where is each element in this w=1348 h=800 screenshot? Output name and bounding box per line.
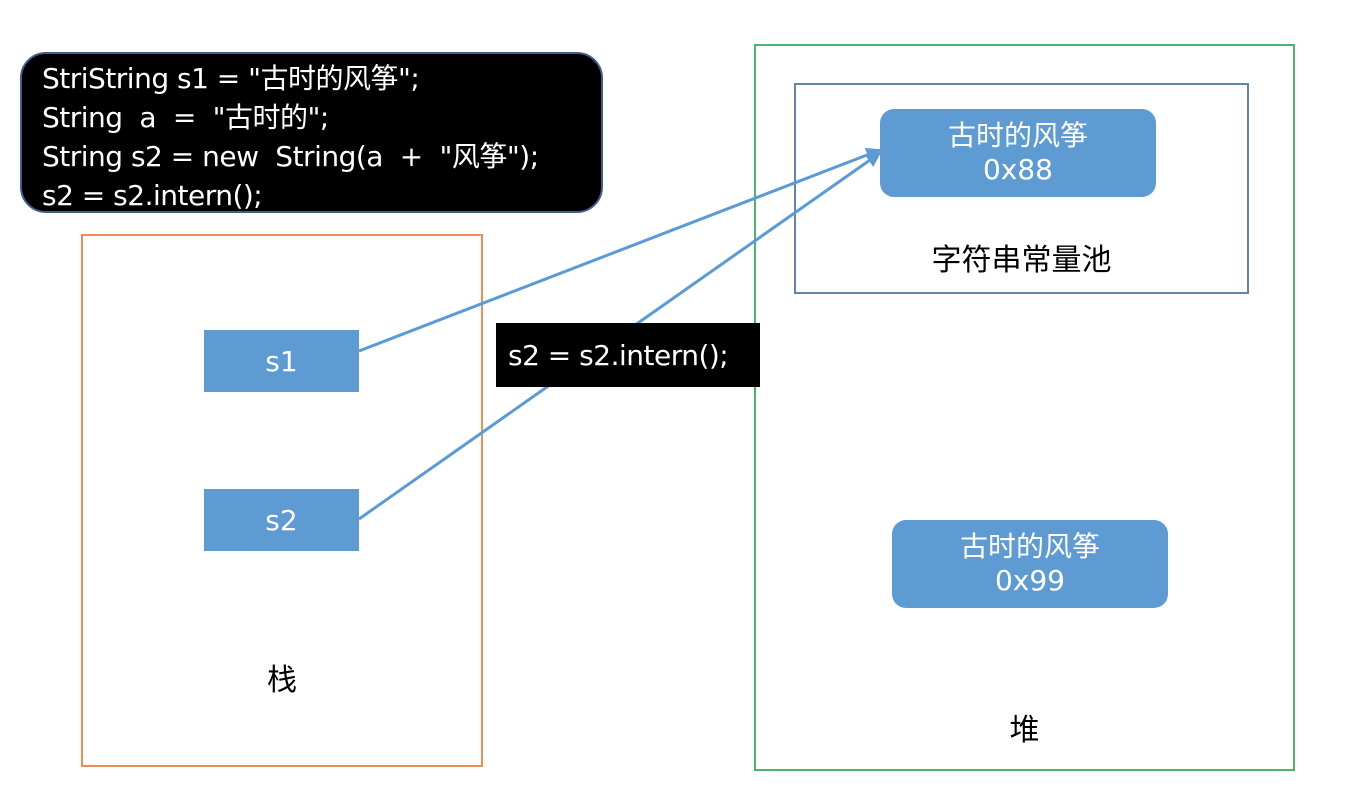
pool-label: 字符串常量池	[931, 243, 1112, 278]
code-line: StriString s1 = "古时的风筝";	[42, 62, 420, 95]
var-name: s2	[265, 503, 298, 537]
code-line: s2 = s2.intern();	[42, 179, 263, 212]
pool-string-object: 古时的风筝 0x88	[880, 109, 1156, 197]
object-value: 古时的风筝	[959, 530, 1100, 563]
object-address: 0x99	[994, 564, 1065, 597]
heap-string-object: 古时的风筝 0x99	[892, 520, 1168, 608]
code-line: String s2 = new String(a + "风筝");	[42, 140, 539, 173]
intern-annotation: s2 = s2.intern();	[496, 323, 760, 387]
object-value: 古时的风筝	[947, 119, 1088, 152]
stack-var-s2: s2	[204, 489, 359, 551]
code-line: String a = "古时的";	[42, 101, 329, 134]
code-block: StriString s1 = "古时的风筝"; String a = "古时的…	[20, 52, 603, 213]
object-address: 0x88	[982, 153, 1053, 186]
var-name: s1	[265, 344, 298, 378]
heap-label: 堆	[1009, 713, 1040, 748]
stack-var-s1: s1	[204, 330, 359, 392]
stack-label: 栈	[267, 663, 297, 698]
